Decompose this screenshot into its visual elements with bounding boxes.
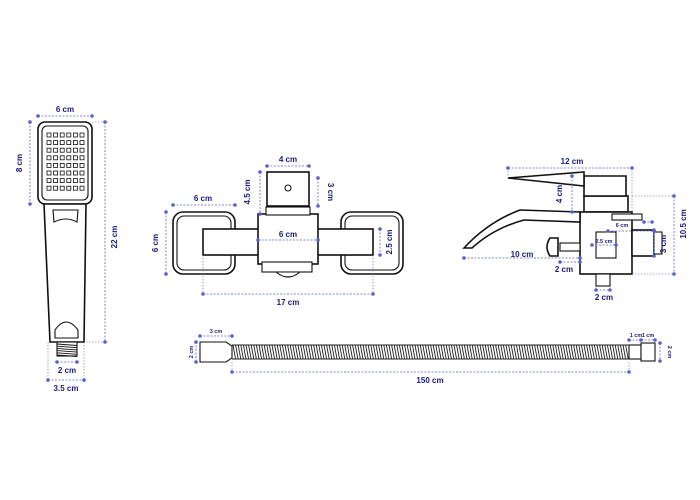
flange-width-label: 6 cm	[194, 194, 212, 203]
hose-right-end-a-label: 1 cm	[630, 333, 643, 339]
outlet-width-label: 6 cm	[616, 223, 629, 229]
flange-height-label: 6 cm	[151, 234, 160, 252]
mixer-side-view: 12 cm 4 cm 10 cm 6 cm 2.5 cm 2 cm 3 cm 1…	[462, 157, 688, 302]
handle-depth-label: 3 cm	[326, 183, 335, 201]
hose-right-diameter-label: 2 cm	[666, 346, 672, 359]
hose-right-end-b-label: 1 cm	[642, 333, 655, 339]
side-handle-height-label: 4 cm	[555, 185, 564, 203]
nozzle-length-label: 10 cm	[511, 250, 534, 259]
hose-left-diameter-label: 2 cm	[189, 346, 195, 359]
head-width-label: 6 cm	[56, 105, 74, 114]
hose-total-length-label: 150 cm	[416, 376, 443, 385]
total-width-label: 17 cm	[277, 298, 300, 307]
mixer-front-view: 4 cm 4.5 cm 3 cm 6 cm 6 cm 6 cm 2.5 cm 1…	[151, 155, 404, 307]
total-length-label: 22 cm	[110, 226, 119, 249]
inner-width-label: 2.5 cm	[595, 239, 612, 245]
handle-width-label: 4 cm	[279, 155, 297, 164]
head-height-label: 8 cm	[15, 154, 24, 172]
base-width-label: 3.5 cm	[54, 384, 79, 393]
side-total-height-label: 10.5 cm	[679, 209, 688, 238]
shower-hose: 3 cm 2 cm 150 cm 1 cm 1 cm 2 cm	[189, 329, 672, 385]
side-base-width-label: 2 cm	[595, 293, 613, 302]
side-connector-label: 2 cm	[555, 265, 573, 274]
connector-label: 2 cm	[58, 366, 76, 375]
hose-left-end-label: 3 cm	[210, 329, 223, 335]
shower-head-nozzles	[46, 132, 85, 191]
body-width-label: 6 cm	[279, 230, 297, 239]
side-body-height-label: 3 cm	[659, 235, 668, 253]
handle-height-label: 4.5 cm	[243, 180, 252, 205]
spout-length-label: 12 cm	[561, 157, 584, 166]
body-height-label: 2.5 cm	[385, 230, 394, 255]
hose-coils	[232, 344, 629, 360]
hand-shower: 6 cm 8 cm 22 cm 2 cm 3.5 cm	[15, 105, 119, 393]
